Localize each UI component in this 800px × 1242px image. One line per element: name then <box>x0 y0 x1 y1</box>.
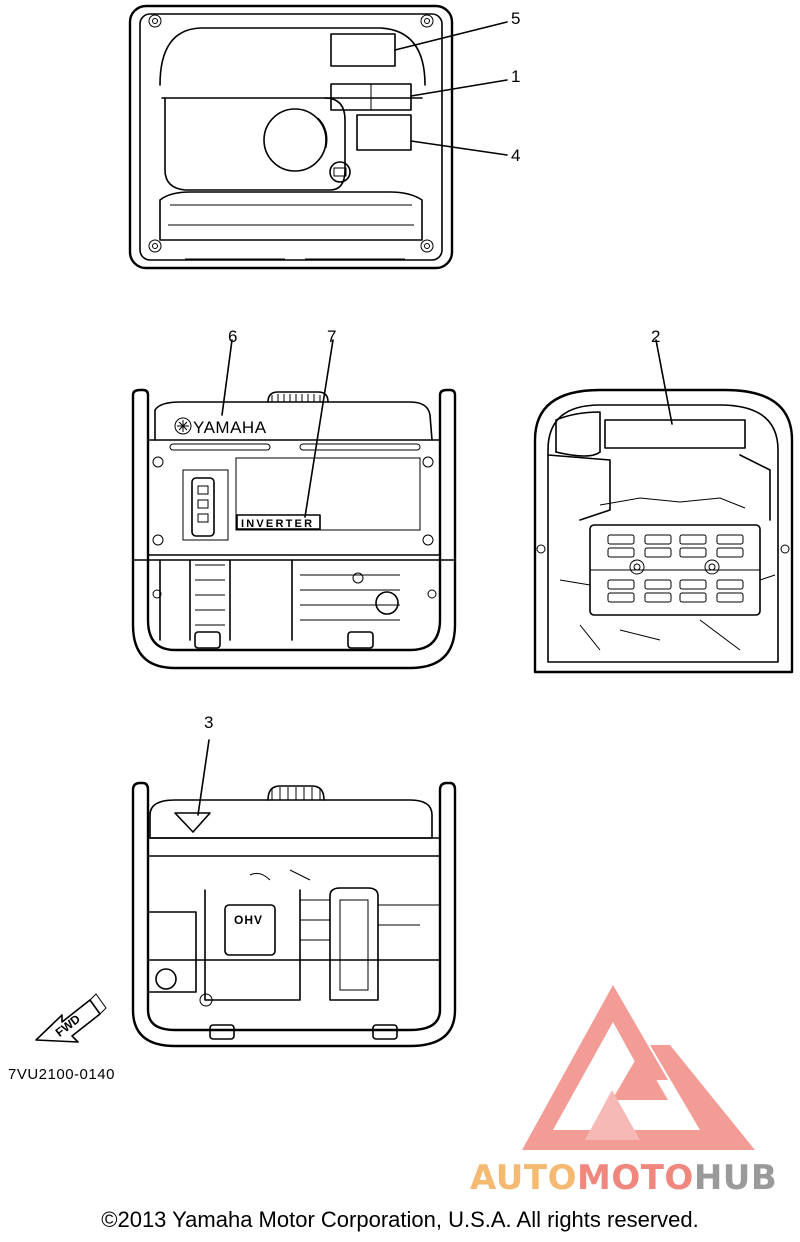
part-code: 7VU2100-0140 <box>8 1066 115 1083</box>
callout-4: 4 <box>511 146 520 165</box>
ohv-label: OHV <box>234 913 263 927</box>
front-view: YAMAHA INVERTER <box>131 339 457 670</box>
callout-6: 6 <box>228 327 237 346</box>
rear-panel-view <box>128 4 508 270</box>
callout-3: 3 <box>204 713 213 732</box>
callout-2: 2 <box>651 327 660 346</box>
label-4-box <box>356 114 412 151</box>
yamaha-nameplate: YAMAHA <box>193 418 267 437</box>
label-5-box <box>330 33 396 67</box>
brand-part-moto: MOTO <box>576 1158 694 1198</box>
automotohub-logo <box>522 985 755 1150</box>
side-label-grid <box>607 534 744 603</box>
fwd-label: FWD <box>53 1012 83 1040</box>
inverter-label: INVERTER <box>241 518 314 530</box>
callout-5: 5 <box>511 9 520 28</box>
brand-part-auto: AUTO <box>470 1158 577 1198</box>
tank-side-view: OHV <box>131 739 457 1048</box>
copyright-notice: ©2013 Yamaha Motor Corporation, U.S.A. A… <box>101 1207 699 1232</box>
automotohub-watermark: AUTOMOTOHUB <box>470 1158 777 1198</box>
fwd-arrow: FWD <box>35 993 107 1043</box>
callout-1: 1 <box>511 67 520 86</box>
callout-7: 7 <box>327 327 336 346</box>
brand-part-hub: HUB <box>693 1158 778 1198</box>
side-view <box>533 339 794 674</box>
